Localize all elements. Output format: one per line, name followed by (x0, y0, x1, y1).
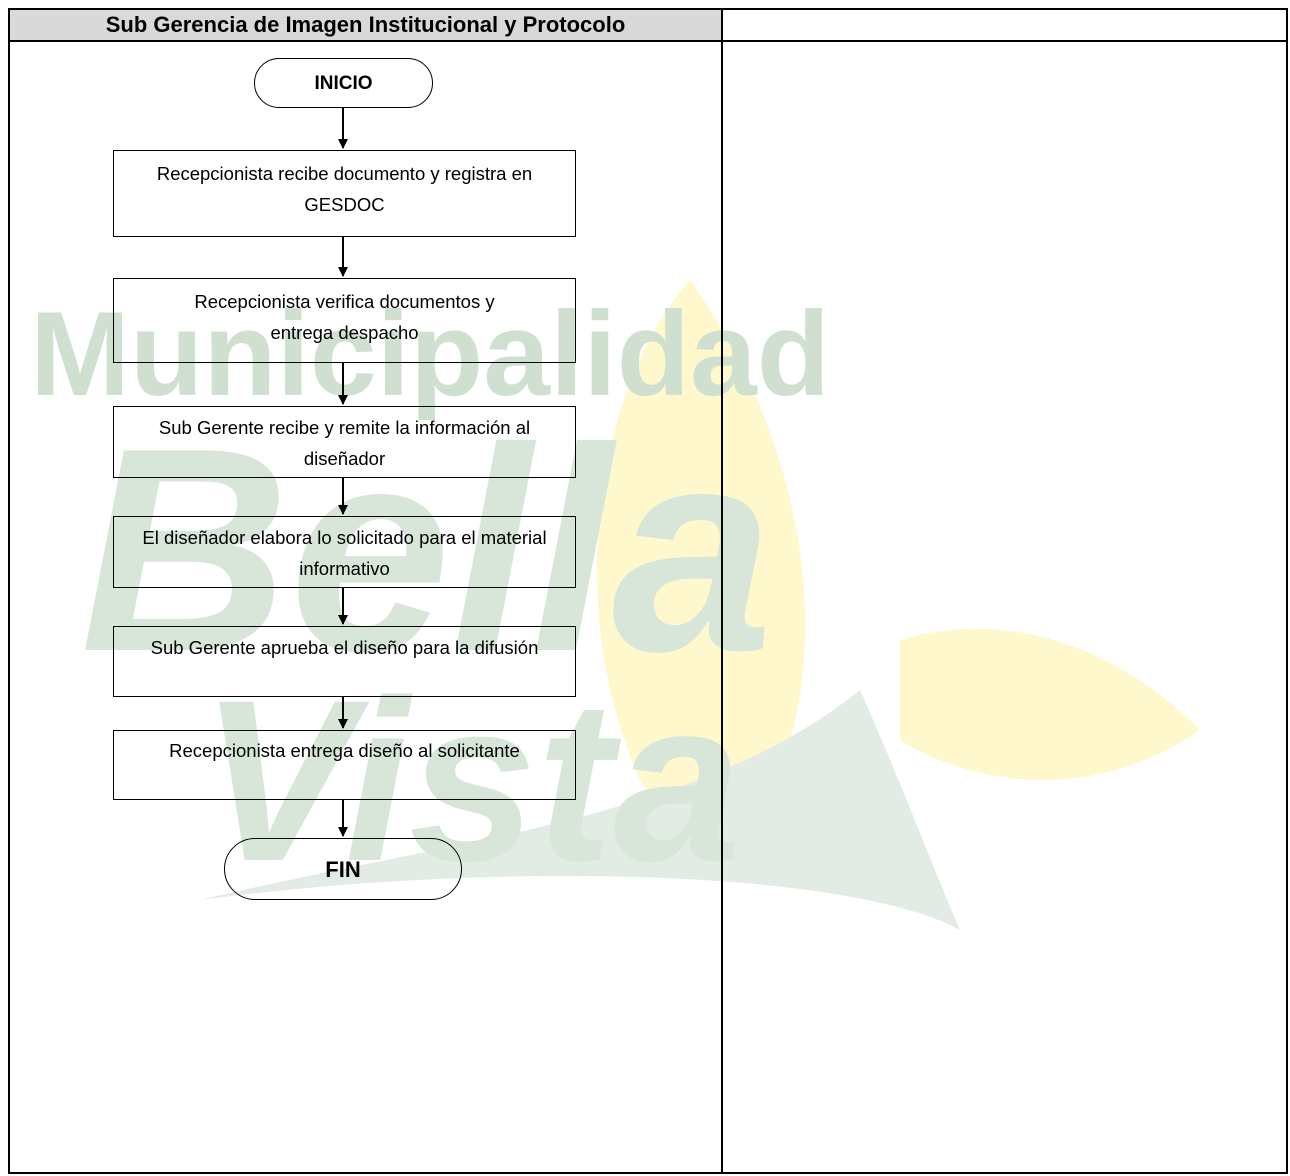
end-terminal: FIN (224, 838, 462, 900)
watermark-text-municipalidad: Municipalidad (30, 287, 830, 421)
swimlane-table: Sub Gerencia de Imagen Institucional y P… (8, 8, 1288, 1174)
lane-title-imagen-institucional: Sub Gerencia de Imagen Institucional y P… (10, 10, 721, 40)
lane-title-empty (723, 10, 1286, 40)
step-registra-gesdoc: Recepcionista recibe documento y registr… (113, 150, 576, 237)
step-aprueba-diseno: Sub Gerente aprueba el diseño para la di… (113, 626, 576, 697)
watermark-text-bella: Bella (80, 388, 773, 712)
step-remite-informacion: Sub Gerente recibe y remite la informaci… (113, 406, 576, 478)
step-entrega-diseno: Recepcionista entrega diseño al solicita… (113, 730, 576, 800)
watermark-text-vista: Vista (200, 652, 741, 909)
watermark-leaf-small (900, 628, 1200, 780)
watermark-leaf-large (596, 280, 806, 824)
start-terminal: INICIO (254, 58, 433, 108)
lane-header-row: Sub Gerencia de Imagen Institucional y P… (10, 10, 1286, 42)
lane-divider (721, 10, 723, 1172)
watermark-swoosh (200, 690, 960, 930)
step-verifica-documentos: Recepcionista verifica documentos y entr… (113, 278, 576, 363)
step-elabora-material: El diseñador elabora lo solicitado para … (113, 516, 576, 588)
